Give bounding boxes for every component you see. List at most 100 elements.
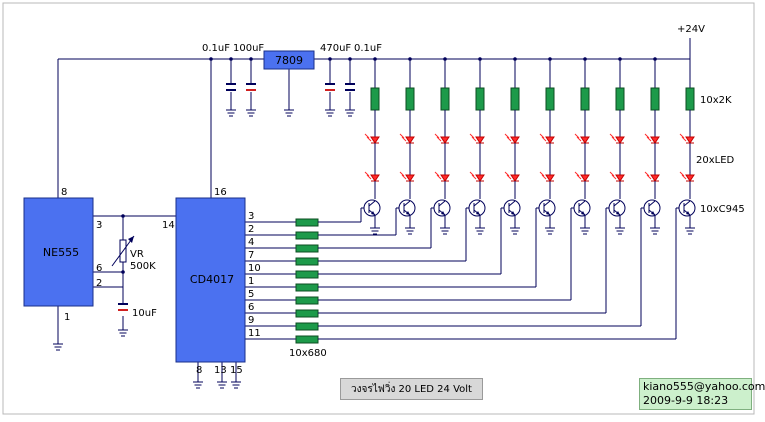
cd4017-pin-14: 14	[162, 220, 175, 231]
npn-transistor	[363, 199, 381, 217]
led-column-1	[363, 57, 381, 235]
output-line-5: 10	[245, 207, 504, 279]
junction-dot	[348, 57, 352, 61]
resistor-680	[295, 296, 319, 305]
output-line-2: 2	[245, 207, 399, 240]
cd4017-output-pin-label: 9	[248, 315, 254, 326]
led-upper	[364, 133, 380, 144]
led-lower	[644, 171, 660, 182]
ground-symbol	[193, 381, 203, 389]
output-line-4: 7	[245, 207, 469, 266]
credit-email: kiano555@yahoo.com	[643, 380, 765, 393]
led-column-7	[573, 57, 591, 235]
junction-dot	[229, 57, 233, 61]
output-line-10: 11	[245, 207, 679, 344]
potentiometer-vr	[111, 235, 135, 267]
junction-dot	[249, 57, 253, 61]
credit-date: 2009-9-9 18:23	[643, 394, 729, 407]
cap-10uF	[118, 303, 128, 311]
cd4017-pin-13: 13	[214, 365, 227, 376]
output-line-6: 1	[245, 207, 539, 292]
resistor-2k	[545, 87, 555, 111]
npn-transistor	[643, 199, 661, 217]
ground-symbol	[53, 343, 63, 351]
npn-transistor	[433, 199, 451, 217]
resistor-680	[295, 231, 319, 240]
resistor-680	[295, 218, 319, 227]
ground-symbol	[440, 227, 450, 235]
junction-dot	[618, 57, 622, 61]
ground-symbol	[580, 227, 590, 235]
npn-transistor	[678, 199, 696, 217]
npn-transistor	[398, 199, 416, 217]
led-column-2	[398, 57, 416, 235]
credit-box: kiano555@yahoo.com 2009-9-9 18:23	[639, 378, 765, 410]
timing-cap-label: 10uF	[132, 308, 157, 319]
led-upper	[434, 133, 450, 144]
ground-symbol	[246, 109, 256, 117]
resistor-680	[295, 309, 319, 318]
led-upper	[679, 133, 695, 144]
resistor-2k	[370, 87, 380, 111]
led-lower	[679, 171, 695, 182]
leds-label: 20xLED	[696, 155, 735, 166]
output-line-9: 9	[245, 207, 644, 331]
led-upper	[644, 133, 660, 144]
junction-dot	[373, 57, 377, 61]
resistor-2k	[615, 87, 625, 111]
base-resistors-label: 10x680	[289, 348, 327, 359]
junction-dot	[121, 214, 125, 218]
led-lower	[574, 171, 590, 182]
ground-symbol	[284, 109, 294, 117]
cd4017-output-pin-label: 6	[248, 302, 254, 313]
cd4017-pin-8: 8	[196, 365, 202, 376]
ground-symbol	[615, 227, 625, 235]
led-upper	[399, 133, 415, 144]
resistor-2k	[685, 87, 695, 111]
resistors-label: 10x2K	[700, 95, 732, 106]
ground-symbol	[231, 381, 241, 389]
ground-symbol	[118, 329, 128, 337]
cd4017-output-pin-label: 1	[248, 276, 254, 287]
output-line-3: 4	[245, 207, 434, 253]
resistor-2k	[475, 87, 485, 111]
npn-transistor	[468, 199, 486, 217]
regulator-7809	[263, 50, 315, 70]
led-column-8	[608, 57, 626, 235]
resistor-2k	[580, 87, 590, 111]
cd4017-output-pin-label: 7	[248, 250, 254, 261]
led-lower	[469, 171, 485, 182]
output-line-8: 6	[245, 207, 609, 318]
led-column-10	[678, 59, 696, 235]
resistor-680	[295, 244, 319, 253]
cap-470uF	[325, 83, 335, 91]
junction-dot	[583, 57, 587, 61]
supply-label: +24V	[677, 24, 705, 35]
frame-border	[2, 2, 755, 415]
npn-transistor	[608, 199, 626, 217]
resistor-680	[295, 322, 319, 331]
ne555-pin-8: 8	[61, 187, 67, 198]
led-lower	[504, 171, 520, 182]
ground-symbol	[475, 227, 485, 235]
ground-symbol	[545, 227, 555, 235]
cap-100uF	[246, 83, 256, 91]
ground-symbol	[226, 109, 236, 117]
resistor-2k	[440, 87, 450, 111]
led-upper	[574, 133, 590, 144]
cd4017-pin-15: 15	[230, 365, 243, 376]
ground-symbol	[405, 227, 415, 235]
led-column-9	[643, 57, 661, 235]
led-column-3	[433, 57, 451, 235]
led-lower	[609, 171, 625, 182]
led-column-5	[503, 57, 521, 235]
led-lower	[539, 171, 555, 182]
ground-symbol	[650, 227, 660, 235]
cap-label-3: 470uF	[320, 43, 351, 54]
cd4017-pin-16: 16	[214, 187, 227, 198]
resistor-680	[295, 270, 319, 279]
ne555-chip	[23, 197, 94, 307]
cd4017-label: CD4017	[190, 273, 234, 286]
